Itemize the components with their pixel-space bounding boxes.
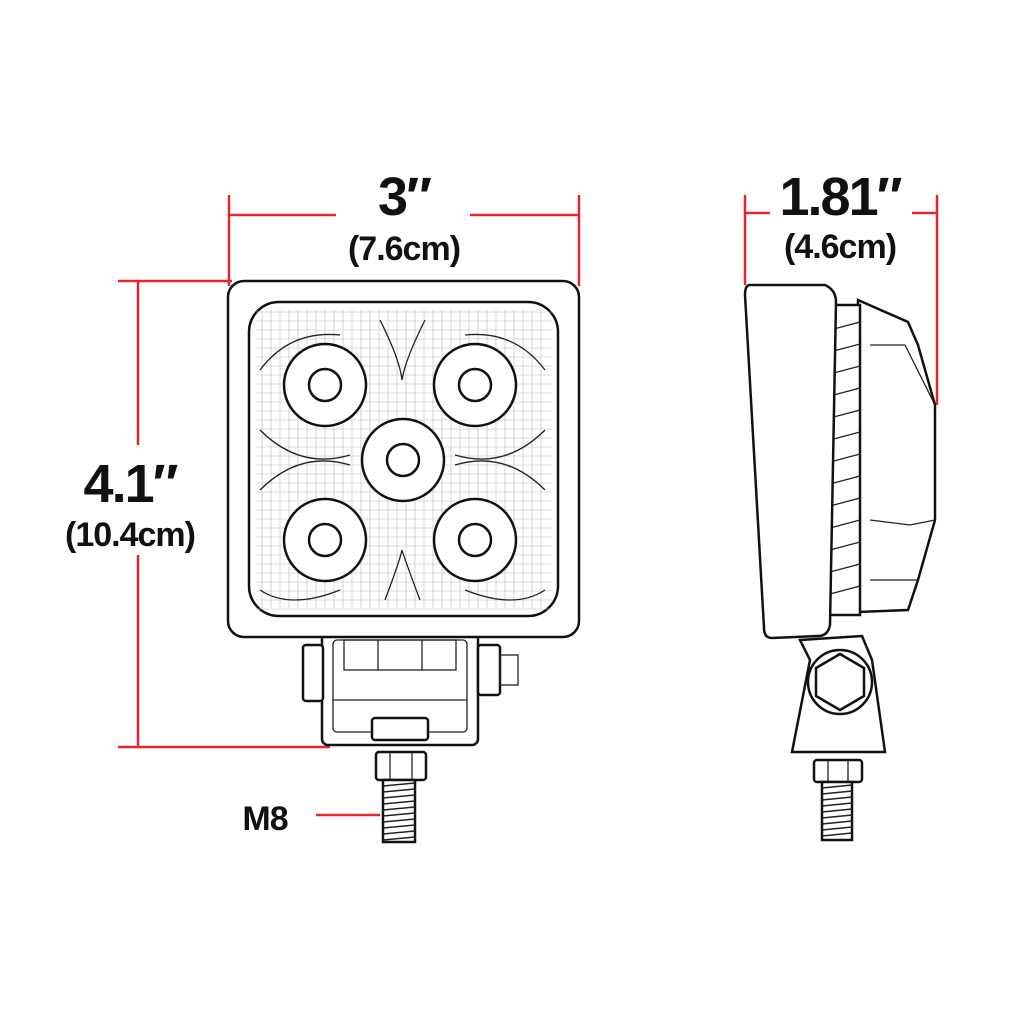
lens-reflector-arc — [454, 429, 546, 460]
side-view-lamp — [743, 283, 937, 842]
bolt-thread — [382, 830, 416, 835]
height-dimension: 4.1″ (10.4cm) — [65, 279, 330, 749]
side-bolt — [812, 758, 864, 842]
lens-reflector-arc — [259, 460, 351, 491]
bolt-size-callout: M8 — [242, 800, 380, 838]
cooling-fin — [829, 497, 861, 507]
led-emitter — [307, 367, 343, 403]
height-inches-label: 4.1″ — [84, 454, 178, 514]
side-front-bezel — [743, 283, 838, 640]
width-cm-label: (7.6cm) — [348, 230, 460, 268]
cooling-fin — [829, 431, 861, 441]
bolt-thread — [821, 784, 853, 789]
led-emitter — [457, 522, 493, 558]
bolt-thread — [382, 812, 416, 817]
bolt-thread — [382, 836, 416, 841]
bolt-thread — [821, 832, 853, 837]
cooling-fin — [829, 563, 861, 573]
bolt-thread — [382, 818, 416, 823]
depth-inches-label: 1.81″ — [780, 167, 902, 227]
led-emitter — [385, 442, 421, 478]
depth-dimension: 1.81″ (4.6cm) — [743, 167, 939, 405]
lens-reflector-arc — [384, 549, 403, 601]
lens-reflector-arc — [379, 319, 403, 381]
cooling-fin — [829, 519, 861, 529]
lens-reflector-arc — [259, 429, 351, 460]
cooling-fin — [829, 585, 861, 595]
cooling-fin — [829, 453, 861, 463]
cooling-fin — [829, 541, 861, 551]
lens-reflector-arc — [401, 549, 421, 601]
width-dimension: 3″ (7.6cm) — [227, 167, 581, 286]
depth-cm-label: (4.6cm) — [784, 228, 896, 266]
bolt-size-label: M8 — [242, 800, 287, 838]
front-bolt — [370, 716, 430, 844]
bolt-thread — [382, 800, 416, 805]
cooling-fin — [829, 475, 861, 485]
front-view-lamp — [226, 279, 581, 844]
lens-reflector-arc — [454, 460, 546, 491]
bolt-thread — [821, 790, 853, 795]
bolt-thread — [821, 814, 853, 819]
bolt-thread — [382, 782, 416, 787]
lens-reflector-arc — [259, 589, 341, 601]
lens-reflector-arc — [401, 319, 426, 381]
bolt-thread — [382, 788, 416, 793]
lens-reflector-arc — [464, 333, 546, 371]
bolt-thread — [821, 808, 853, 813]
bolt-thread — [821, 826, 853, 831]
width-inches-label: 3″ — [378, 167, 431, 227]
lens-reflector-arc — [259, 333, 341, 371]
led-emitter — [457, 367, 493, 403]
bolt-thread — [821, 796, 853, 801]
side-housing-body — [828, 298, 937, 617]
bolt-thread — [382, 794, 416, 799]
led-emitter — [307, 522, 343, 558]
bolt-thread — [382, 824, 416, 829]
led-array — [282, 342, 518, 583]
side-mount-bracket — [790, 634, 887, 754]
height-cm-label: (10.4cm) — [65, 516, 195, 554]
bolt-thread — [821, 820, 853, 825]
bolt-thread — [821, 802, 853, 807]
lens-reflector-arc — [464, 589, 546, 601]
bolt-thread — [382, 806, 416, 811]
